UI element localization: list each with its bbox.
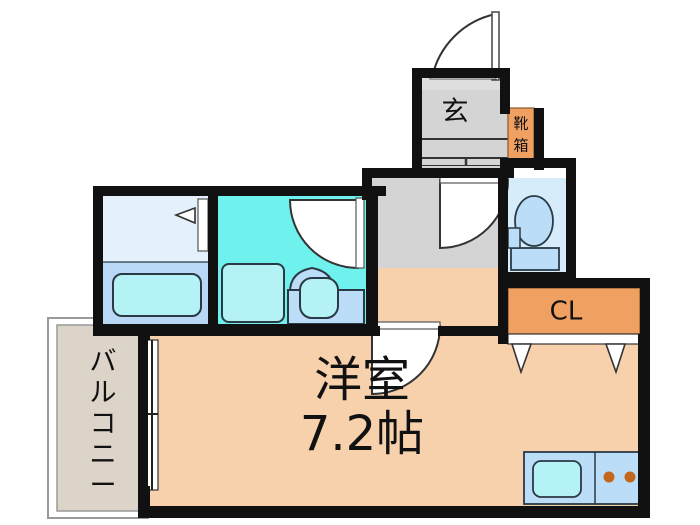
wall-closet-right bbox=[640, 278, 650, 344]
closet-door-track bbox=[507, 333, 641, 345]
entrance-area: 玄 bbox=[412, 78, 510, 167]
balcony-area: バ ル コ ニ ー bbox=[47, 317, 149, 519]
wall-left-bathroom bbox=[93, 186, 103, 334]
washroom-door bbox=[288, 197, 365, 270]
kitchen-sink-icon bbox=[532, 460, 582, 498]
bathroom-door-arrow bbox=[173, 206, 196, 225]
wall-room-right bbox=[638, 334, 650, 516]
washing-machine-pan-icon bbox=[221, 263, 285, 323]
balcony-sliding-window bbox=[145, 339, 159, 491]
balcony-label: バ ル コ ニ ー bbox=[90, 347, 117, 502]
balcony-char-1: ル bbox=[90, 378, 117, 409]
wall-top-left-section bbox=[100, 186, 386, 196]
wall-wetarea-bottom bbox=[93, 324, 378, 336]
gas-burner-left-icon bbox=[603, 471, 615, 483]
balcony-char-4: ー bbox=[90, 471, 117, 502]
closet-folding-door-left bbox=[510, 343, 533, 375]
main-room-label: 洋室 7.2帖 bbox=[300, 352, 424, 462]
bathroom-area bbox=[103, 196, 209, 324]
main-room-area bbox=[148, 268, 648, 512]
wall-shoebox-top bbox=[500, 100, 510, 114]
balcony-char-3: ニ bbox=[90, 440, 117, 471]
entrance-floor bbox=[412, 78, 510, 166]
wall-entrance-right-upper bbox=[500, 68, 510, 110]
washroom-door-leaf bbox=[355, 197, 365, 269]
wall-balcony-junction-top bbox=[138, 326, 150, 340]
closet-area: CL bbox=[507, 287, 641, 375]
wall-entrance-left bbox=[412, 68, 422, 178]
walls bbox=[93, 68, 650, 518]
wall-toilet-top bbox=[500, 158, 576, 168]
entrance-threshold-top bbox=[412, 78, 510, 90]
balcony-char-0: バ bbox=[90, 347, 117, 378]
washroom-door-arc bbox=[288, 199, 359, 270]
wall-hall-bottom-right bbox=[438, 326, 508, 336]
wall-closet-left bbox=[498, 278, 508, 344]
wall-washroom-right bbox=[366, 196, 378, 336]
bathtub-icon bbox=[112, 273, 202, 317]
wall-toilet-left bbox=[498, 168, 508, 284]
toilet-tank-icon bbox=[510, 247, 560, 271]
wall-balcony-junction-bottom bbox=[138, 486, 150, 516]
closet-label: CL bbox=[550, 297, 583, 327]
main-room-floor bbox=[148, 325, 648, 512]
entrance-door-leaf bbox=[491, 11, 500, 81]
main-room-label-line2: 7.2帖 bbox=[300, 406, 424, 462]
washroom-area bbox=[218, 196, 366, 325]
wall-room-left bbox=[138, 326, 148, 516]
wall-shoebox-right bbox=[534, 108, 544, 170]
kitchen-area bbox=[523, 451, 649, 505]
closet-folding-door-right bbox=[604, 343, 627, 375]
gas-burner-right-icon bbox=[624, 471, 636, 483]
wall-room-bottom bbox=[138, 506, 650, 518]
toilet-room-area bbox=[507, 178, 566, 272]
washbasin-bowl-icon bbox=[299, 277, 339, 319]
wall-entrance-top bbox=[412, 68, 510, 78]
wall-bath-washroom-divider bbox=[208, 196, 218, 334]
shoe-cabinet-label-2: 箱 bbox=[513, 137, 528, 155]
entrance-label: 玄 bbox=[442, 97, 469, 128]
wall-hall-bottom-stub bbox=[366, 326, 380, 336]
wall-hall-left-upper bbox=[362, 168, 372, 200]
main-room-floor-upper bbox=[368, 268, 505, 325]
wall-toilet-bottom bbox=[498, 272, 576, 282]
balcony-char-2: コ bbox=[90, 409, 117, 440]
main-room-label-line1: 洋室 bbox=[314, 352, 410, 408]
shoe-cabinet-label-1: 靴 bbox=[513, 115, 528, 133]
wall-hall-top bbox=[362, 168, 514, 178]
bathroom-door-panel bbox=[197, 198, 209, 252]
toilet-bowl-icon bbox=[514, 195, 554, 247]
wall-right-outer-upper bbox=[566, 158, 576, 288]
